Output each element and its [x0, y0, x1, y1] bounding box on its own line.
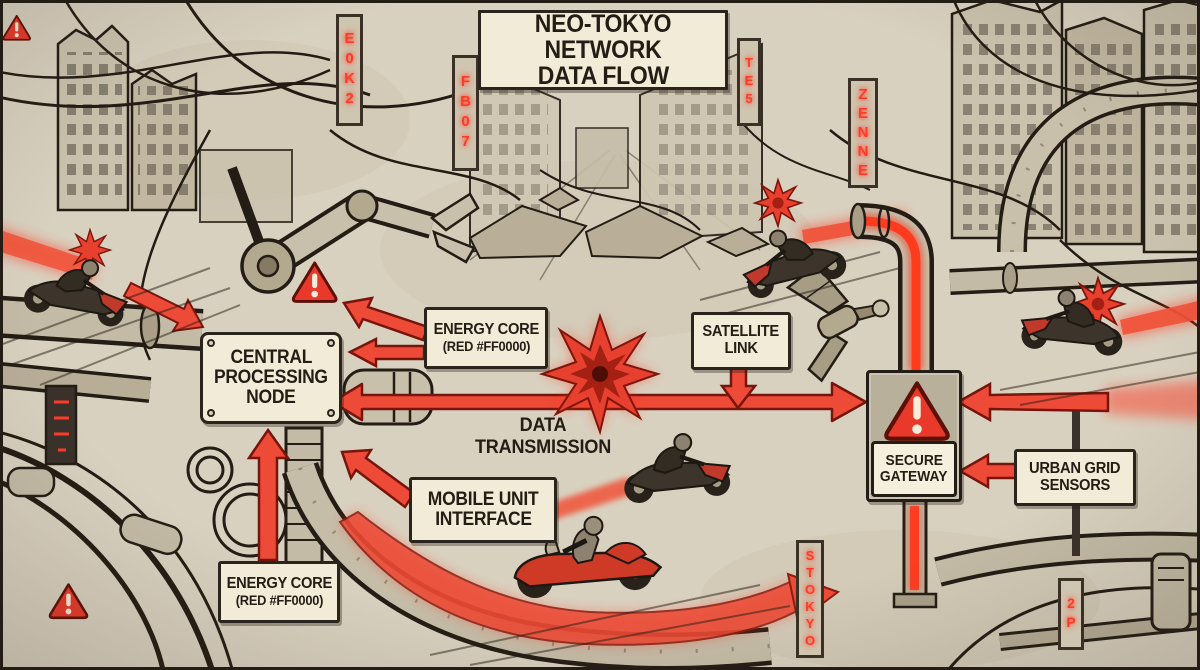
title-line1: NEO-TOKYO NETWORK: [534, 10, 672, 64]
neon-sign: TE5: [737, 38, 761, 126]
neon-sign: FB07: [452, 55, 479, 171]
node-mobile-unit-interface: MOBILE UNIT INTERFACE: [409, 477, 557, 543]
node-label: INTERFACE: [434, 509, 532, 530]
node-label: GATEWAY: [880, 468, 948, 485]
neon-sign: E0K2: [336, 14, 363, 126]
node-satellite-link: SATELLITE LINK: [691, 312, 791, 370]
title-line2: DATA FLOW: [537, 62, 669, 90]
node-urban-grid-sensors: URBAN GRID SENSORS: [1014, 449, 1136, 506]
node-label: SATELLITE: [702, 323, 780, 341]
node-label: ENERGY CORE: [226, 575, 332, 593]
node-energy-core-top: ENERGY CORE (RED #FF0000): [424, 307, 548, 369]
node-label: SECURE: [885, 452, 943, 470]
node-label: PROCESSING: [214, 367, 328, 389]
gateway-label-plate: SECURE GATEWAY: [871, 441, 957, 497]
node-central-processing: CENTRAL PROCESSING NODE: [200, 332, 342, 424]
node-energy-core-bottom: ENERGY CORE (RED #FF0000): [218, 561, 340, 623]
neon-sign: ZENNE: [848, 78, 878, 188]
node-secure-gateway: SECURE GATEWAY: [866, 370, 962, 502]
node-label: LINK: [724, 340, 758, 357]
node-label: NODE: [246, 386, 296, 408]
neon-sign: 2P: [1058, 578, 1084, 650]
node-label: SENSORS: [1039, 476, 1111, 494]
node-sublabel: (RED #FF0000): [442, 338, 530, 355]
node-label: CENTRAL: [230, 347, 312, 369]
node-label: URBAN GRID: [1029, 459, 1121, 477]
diagram-title: NEO-TOKYO NETWORK DATA FLOW: [478, 10, 728, 90]
neon-sign: STOKYO: [796, 540, 824, 658]
warning-triangle-icon: [884, 381, 950, 441]
node-sublabel: (RED #FF0000): [235, 592, 323, 609]
node-label: MOBILE UNIT: [427, 489, 539, 511]
data-transmission-label: DATA TRANSMISSION: [474, 415, 612, 458]
node-label: ENERGY CORE: [433, 321, 539, 339]
